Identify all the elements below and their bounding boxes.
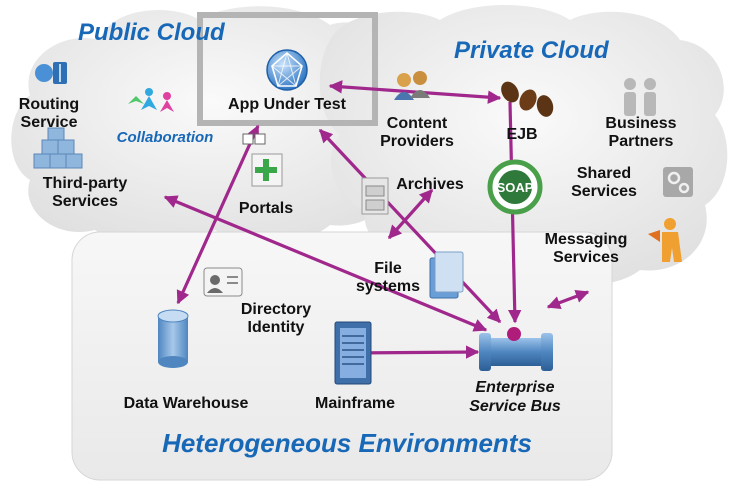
arrow-esb-messaging [546, 289, 590, 310]
app-under-test-label: App Under Test [228, 96, 347, 113]
arrow-archives-filesystems [387, 188, 434, 240]
cabinet-icon [361, 177, 389, 215]
partners-icon [624, 78, 656, 116]
public-cloud-label: Public Cloud [78, 19, 226, 46]
soap-icon: SOAP [487, 159, 543, 215]
mainframe-server-icon [334, 321, 372, 385]
folder-icon [429, 251, 464, 299]
collaboration-label: Collaboration [117, 129, 214, 146]
private-cloud-label: Private Cloud [454, 37, 610, 64]
heterogeneous-environments-label: Heterogeneous Environments [162, 428, 532, 458]
service-bus-pipe-icon [479, 327, 553, 371]
data-warehouse-label: Data Warehouse [124, 395, 249, 412]
people-group-icon [394, 71, 430, 100]
routing-icon [35, 62, 67, 84]
soap-badge-text: SOAP [497, 180, 534, 195]
database-cylinder-icon [157, 309, 189, 368]
arrow-thirdparty-esb [163, 195, 488, 332]
app-globe-icon [266, 49, 308, 91]
ejb-label: EJB [506, 126, 537, 143]
portals-label: Portals [239, 200, 293, 217]
people-icon [128, 88, 174, 112]
portals-icon [242, 133, 283, 187]
mainframe-label: Mainframe [315, 395, 395, 412]
id-card-icon [203, 267, 243, 297]
coffee-beans-icon [501, 81, 554, 117]
messaging-person-icon [648, 218, 682, 262]
blocks-icon [33, 127, 83, 169]
app-under-test-frame [197, 12, 378, 126]
archives-label: Archives [396, 176, 464, 193]
gear-icon [663, 167, 693, 197]
